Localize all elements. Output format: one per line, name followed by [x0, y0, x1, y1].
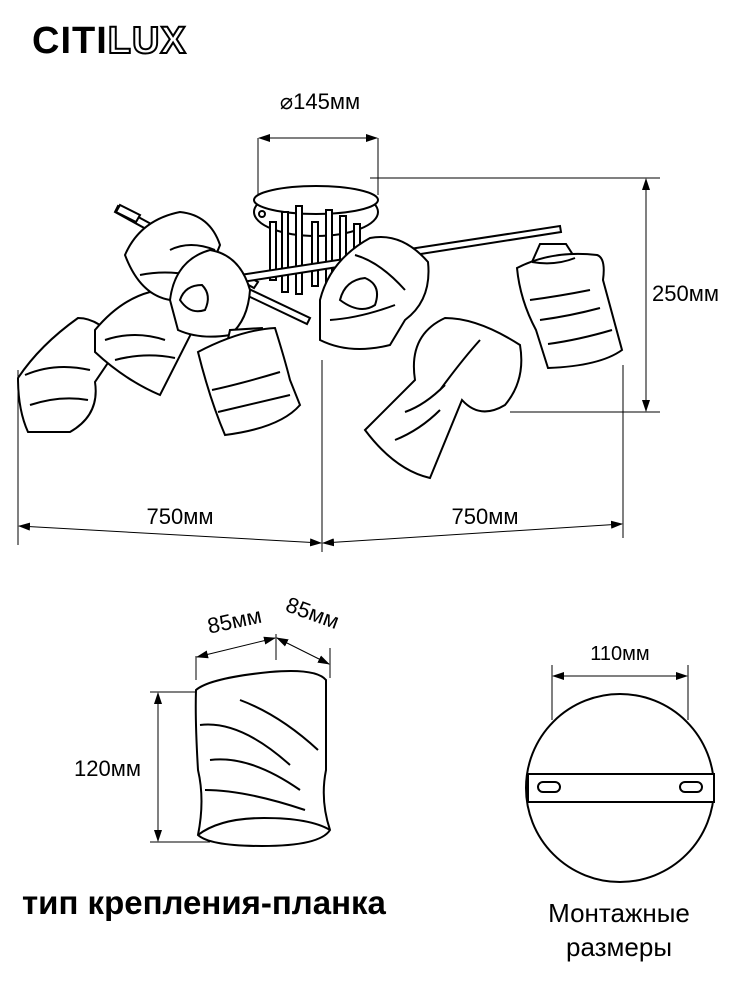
shade-width-label-2: 85мм: [283, 592, 343, 634]
brand-logo-part2: LUX: [107, 20, 187, 62]
slot-left: [537, 781, 561, 793]
canopy-top: [253, 185, 379, 215]
height-label: 250мм: [652, 281, 719, 306]
plate-width-label: 110мм: [590, 643, 649, 665]
dimension-lines: [17, 134, 689, 843]
mount-dimensions-line2: размеры: [565, 932, 673, 962]
shade-height-label: 120мм: [74, 756, 141, 781]
width-right-label: 750мм: [452, 504, 519, 529]
chandelier-drawing: [16, 185, 624, 480]
shade-lower-right: [363, 316, 523, 480]
brand-logo-part1: CITI: [32, 20, 108, 62]
diameter-label: ⌀145мм: [280, 89, 360, 114]
width-left-label: 750мм: [147, 504, 214, 529]
mount-dimensions-caption: Монтажные размеры: [516, 896, 722, 964]
shade-width-label-1: 85мм: [205, 603, 264, 639]
shade-detail: [194, 670, 332, 848]
shade-center-right: [319, 236, 430, 350]
shade-inner-left: [168, 248, 252, 338]
shade-center-lower: [196, 326, 302, 437]
shade-far-right: [515, 243, 624, 370]
mount-type-caption: тип крепления-планка: [22, 884, 386, 921]
mounting-plate: [525, 693, 715, 883]
slot-right: [679, 781, 703, 793]
mount-dimensions-line1: Монтажные: [548, 898, 690, 928]
